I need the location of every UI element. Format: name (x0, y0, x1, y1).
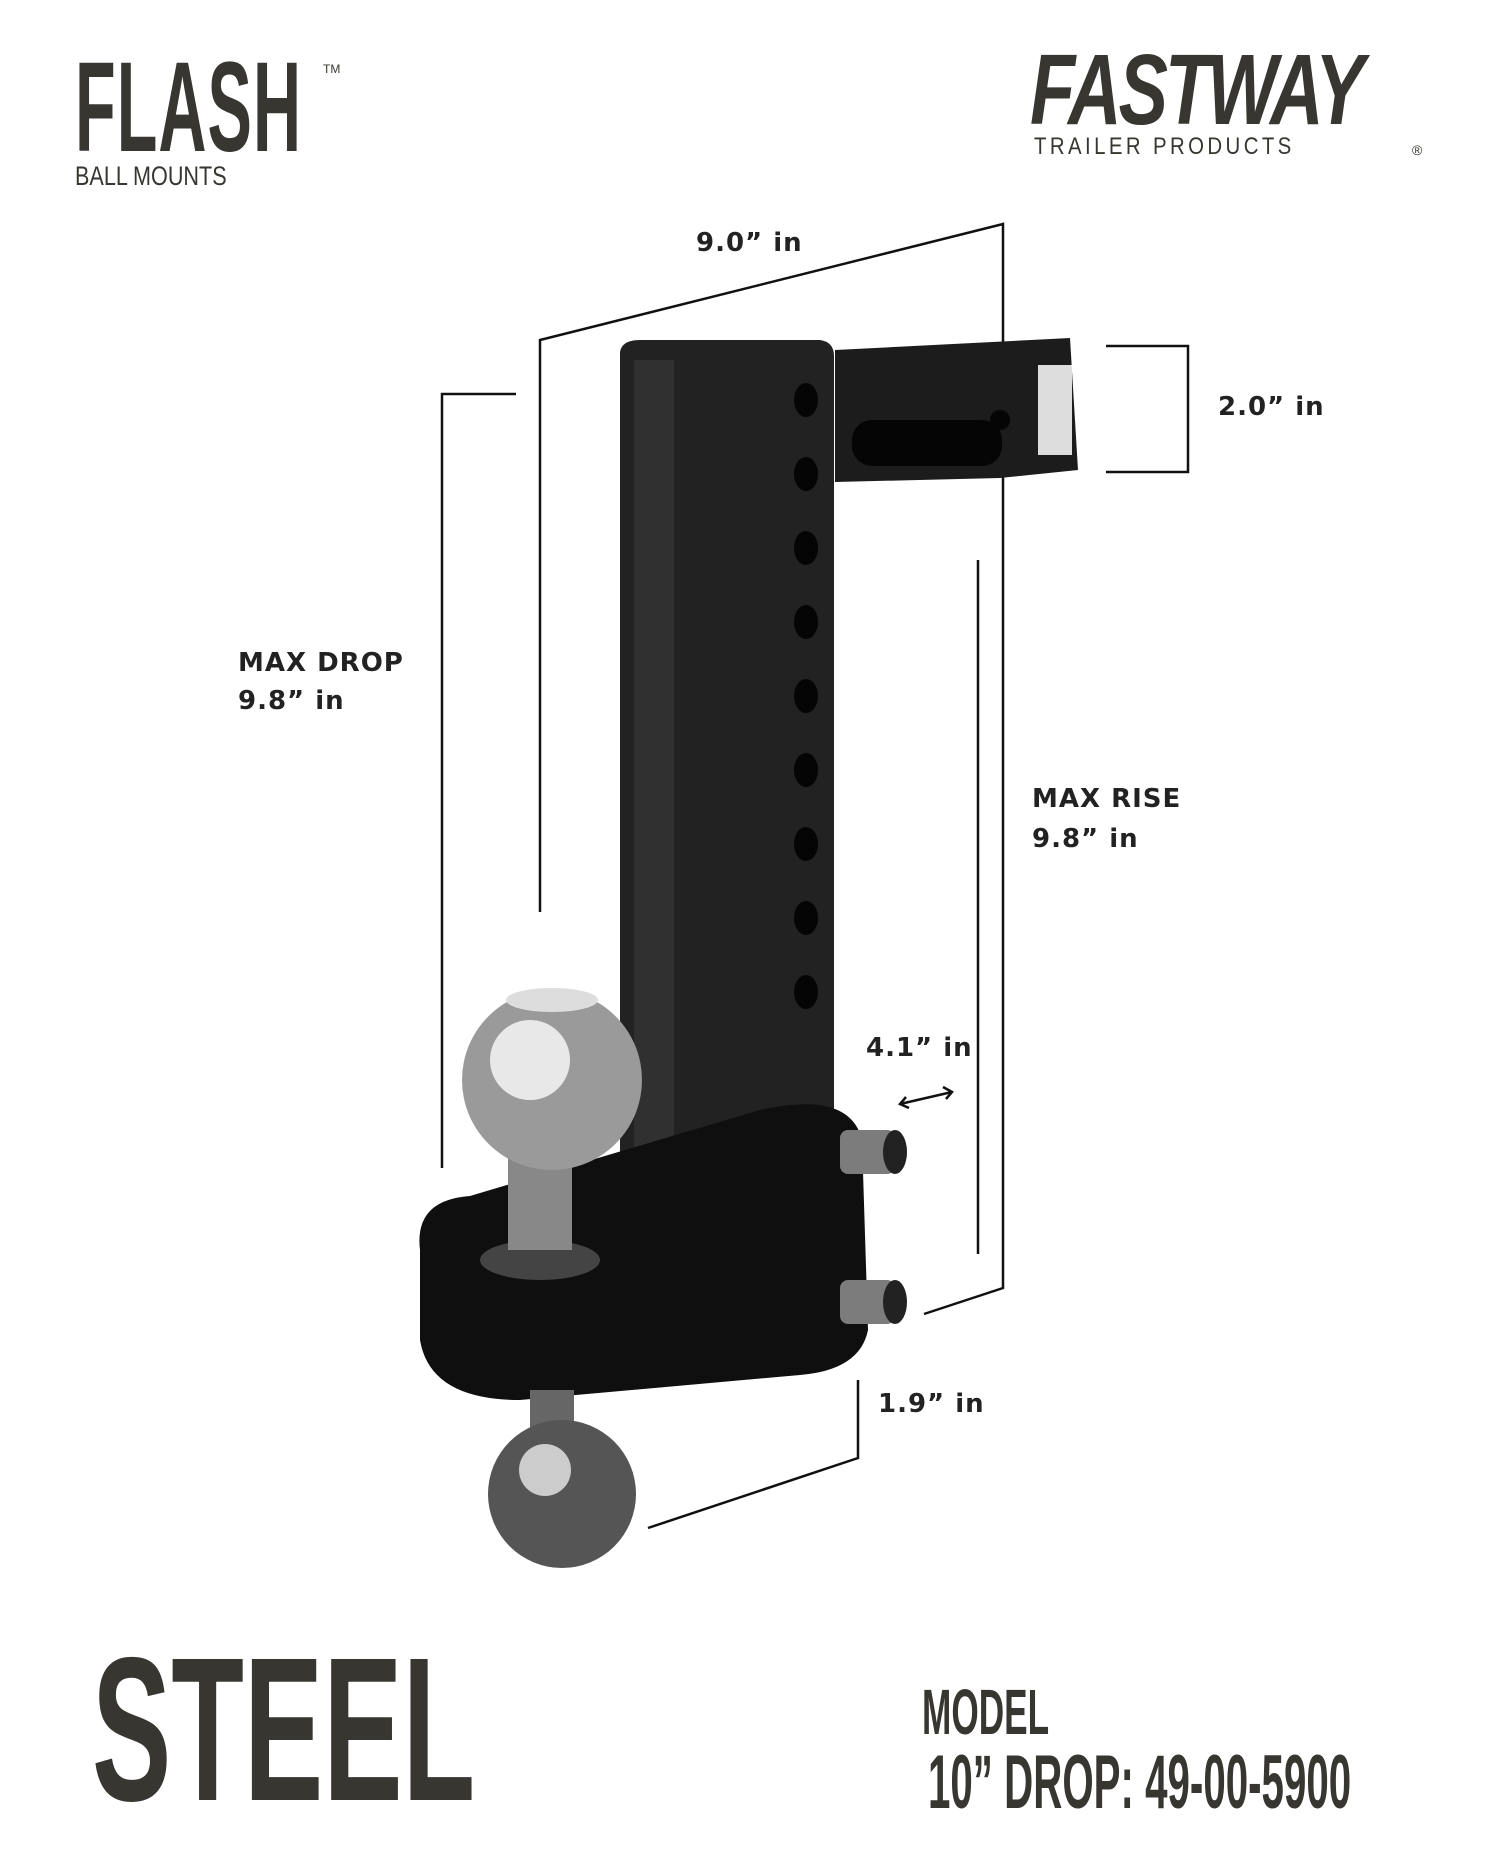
material-title: STEEL (92, 1615, 476, 1844)
model-number: 10” DROP: 49-00-5900 (928, 1740, 1352, 1825)
model-label: MODEL (922, 1676, 1050, 1748)
fastway-logo: FASTWAY (1030, 34, 1364, 146)
ball-offset-line (647, 1380, 860, 1530)
company-tagline: TRAILER PRODUCTS (1034, 133, 1295, 160)
max-drop-value: 9.8” in (238, 686, 345, 716)
max-rise-value: 9.8” in (1032, 824, 1139, 854)
shank-label: 2.0” in (1218, 392, 1325, 422)
max-drop-bracket (440, 392, 516, 1168)
ball-offset-label: 1.9” in (878, 1389, 985, 1419)
flash-logo: FLASH (75, 36, 303, 179)
offset-arrow (899, 1090, 953, 1106)
trademark-mark: TM (323, 62, 341, 76)
registered-mark: ® (1412, 142, 1423, 158)
offset-label: 4.1” in (866, 1033, 973, 1063)
shank-bracket (1106, 344, 1190, 474)
length-dimension-line (538, 222, 1005, 1316)
ball-mount-product (419, 338, 1078, 1568)
max-drop-label: MAX DROP (238, 648, 404, 678)
ball-mounts-subtitle: BALL MOUNTS (75, 161, 227, 191)
dimension-lines (440, 222, 1190, 1530)
max-rise-label: MAX RISE (1032, 784, 1182, 814)
length-label: 9.0” in (696, 228, 803, 258)
